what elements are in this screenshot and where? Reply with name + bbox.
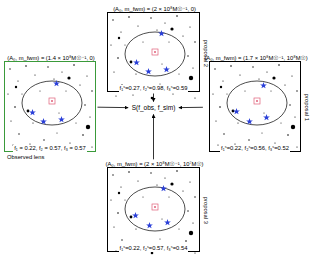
proposal-panel: (A₀, m_fwm) = (2 × 10⁸M☉⁻¹, 10⁷M☉)f₁ˢ=0.… bbox=[107, 167, 200, 252]
observed-lens-panel: (A₀, m_fwm) = (1.4 × 10⁸M☉⁻¹, 0)f₁ = 0.2… bbox=[4, 61, 96, 152]
statistics-label: f₁ˢ=0.27, f₂ˢ=0.98, f₃ˢ=0.59 bbox=[119, 85, 189, 92]
proposal-label: proposal 2 bbox=[202, 39, 209, 66]
arrow-connector bbox=[98, 107, 129, 108]
proposal-label: proposal 3 bbox=[202, 197, 209, 224]
statistics-label: f₁ˢ=0.22, f₂ˢ=0.57, f₃ˢ=0.54 bbox=[119, 245, 189, 252]
proposal-panel: (A₀, m_fwm) = (2 × 10⁸M☉⁻¹, 0)f₁ˢ=0.27, … bbox=[107, 12, 200, 92]
statistics-label: f₁ˢ=0.22, f₂ˢ=0.56, f₃ˢ=0.52 bbox=[220, 145, 290, 152]
panel-caption: Observed lens bbox=[7, 154, 44, 161]
arrow-connector bbox=[153, 94, 154, 102]
arrow-connector bbox=[153, 114, 154, 159]
arrow-connector bbox=[179, 107, 203, 108]
statistics-label: f₁ = 0.22, f₂ = 0.57, f₃ = 0.57 bbox=[13, 145, 87, 152]
parameter-label: (A₀, m_fwm) = (2 × 10⁸M☉⁻¹, 0) bbox=[113, 6, 196, 13]
parameter-label: (A₀, m_fwm) = (1.7 × 10⁸M☉⁻¹, 10⁸M☉) bbox=[204, 55, 307, 62]
parameter-label: (A₀, m_fwm) = (2 × 10⁸M☉⁻¹, 10⁷M☉) bbox=[105, 161, 203, 168]
score-node: S(f_obs, f_sim) bbox=[130, 103, 178, 113]
score-label: S(f_obs, f_sim) bbox=[132, 104, 176, 112]
proposal-label: proposal 1 bbox=[303, 94, 310, 121]
proposal-panel: (A₀, m_fwm) = (1.7 × 10⁸M☉⁻¹, 10⁸M☉)f₁ˢ=… bbox=[209, 61, 301, 152]
parameter-label: (A₀, m_fwm) = (1.4 × 10⁸M☉⁻¹, 0) bbox=[7, 55, 95, 62]
